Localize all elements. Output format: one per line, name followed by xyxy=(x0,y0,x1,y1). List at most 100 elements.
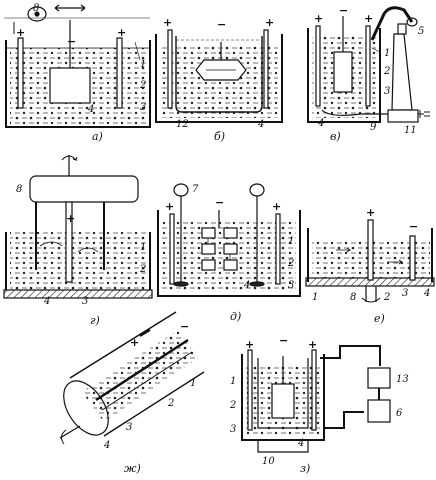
workpiece xyxy=(271,383,295,419)
part xyxy=(223,243,238,255)
panel-z xyxy=(241,345,391,453)
anode-rod xyxy=(65,201,73,283)
impeller-left-icon xyxy=(173,281,189,287)
rotor-housing-8 xyxy=(29,175,139,203)
anode-right xyxy=(311,349,317,431)
part xyxy=(223,259,238,271)
panel-b-sign-right: + xyxy=(265,16,274,29)
inner-tube xyxy=(101,351,193,411)
anode-left xyxy=(17,37,24,109)
panel-v-sign-left: + xyxy=(314,12,323,25)
tower-neck xyxy=(397,23,407,35)
panel-z-sign-right: + xyxy=(308,338,317,351)
panel-v-sign-right: + xyxy=(364,12,373,25)
motor-right-icon xyxy=(249,183,265,197)
panel-z-label-10: 10 xyxy=(262,456,275,467)
drum-edge-bottom xyxy=(103,371,205,437)
panel-b-label-12: 12 xyxy=(176,119,189,130)
anode-rod xyxy=(95,338,189,402)
electrolyte-bath xyxy=(10,232,148,290)
pipe-top xyxy=(320,345,381,366)
panel-e-label-2: 2 xyxy=(383,292,390,303)
panel-zh-label-2: 2 xyxy=(167,398,174,409)
panel-a-label-4: 4 xyxy=(87,104,94,115)
leader-line xyxy=(371,47,381,53)
panel-e-caption: е) xyxy=(374,312,385,325)
part xyxy=(201,243,216,255)
panel-g xyxy=(3,155,153,299)
panel-b-sign-center: − xyxy=(217,18,226,31)
panel-d-sign-center: − xyxy=(215,196,224,209)
tank-wall xyxy=(5,232,151,290)
panel-v-label-1: 1 xyxy=(384,48,390,59)
anode-right xyxy=(365,25,371,107)
flow-arrow-icon xyxy=(336,247,404,265)
panel-z-sign-left: + xyxy=(245,338,254,351)
anode-left xyxy=(169,213,175,285)
panel-e-label-3: 3 xyxy=(402,288,408,299)
panel-a-label-8: 8 xyxy=(33,3,39,14)
panel-z-label-1: 1 xyxy=(230,376,236,387)
panel-z-label-3: 3 xyxy=(230,424,236,435)
panel-v-sign-center: − xyxy=(339,4,348,17)
panel-d-label-1: 1 xyxy=(288,236,294,247)
part xyxy=(201,227,216,239)
panel-zh-label-4: 4 xyxy=(103,440,110,451)
drum-edge-top xyxy=(69,311,177,379)
panel-v-label-2: 2 xyxy=(383,66,390,77)
panel-z-label-4: 4 xyxy=(297,438,304,449)
panel-z-label-13: 13 xyxy=(396,374,409,385)
panel-d-sign-right: + xyxy=(272,200,281,213)
anode-left xyxy=(247,349,253,431)
panel-a-label-1: 1 xyxy=(140,59,146,70)
pipe-9 xyxy=(321,109,392,116)
panel-z-label-2: 2 xyxy=(229,400,236,411)
panel-v-label-3: 3 xyxy=(384,86,390,97)
panel-d-label-7: 7 xyxy=(192,184,199,195)
panel-v-label-5: 5 xyxy=(418,26,424,37)
panel-g-sign-center: + xyxy=(66,212,75,225)
panel-g-label-8: 8 xyxy=(16,184,22,195)
panel-e-sign-right: − xyxy=(409,220,418,233)
panel-z-label-6: 6 xyxy=(396,408,403,419)
motor-7-icon xyxy=(173,183,189,197)
flow-arrow-icon xyxy=(39,241,99,253)
panel-a-sign-right: + xyxy=(117,26,126,39)
panel-g-label-3: 3 xyxy=(82,296,88,307)
panel-a-label-3: 3 xyxy=(140,102,146,113)
tower-body xyxy=(391,33,413,111)
tank-wall xyxy=(307,228,433,282)
drain-10 xyxy=(257,440,309,453)
tank-wall xyxy=(5,40,151,128)
panel-e-label-4: 4 xyxy=(423,288,430,299)
double-arrow-icon xyxy=(54,4,86,12)
cathode-contact xyxy=(139,329,151,337)
tank-wall xyxy=(241,354,325,441)
tank-wall xyxy=(307,28,381,123)
pump-6 xyxy=(367,399,391,423)
panel-a-sign-center: − xyxy=(67,35,76,48)
anode-right xyxy=(275,213,281,285)
panel-d-caption: д) xyxy=(230,310,241,323)
panel-v xyxy=(307,6,430,123)
panel-z-sign-center: − xyxy=(279,334,288,347)
panel-e-sign-left: + xyxy=(366,206,375,219)
drum-end xyxy=(63,380,109,436)
rotation-arrow-icon xyxy=(361,297,381,303)
pipe-bottom xyxy=(324,411,364,429)
panel-zh-label-3: 3 xyxy=(126,422,132,433)
anode-left xyxy=(315,25,321,107)
panel-v-caption: в) xyxy=(330,130,341,143)
panel-b xyxy=(155,29,283,123)
tank-wall xyxy=(155,34,283,123)
panel-d-label-4: 4 xyxy=(243,280,250,291)
leader-line xyxy=(134,41,141,61)
workpiece xyxy=(49,67,91,104)
hose xyxy=(370,6,414,41)
panel-d-label-2: 2 xyxy=(287,258,294,269)
inner-liner-12 xyxy=(175,36,263,113)
panel-b-sign-left: + xyxy=(163,16,172,29)
motor-shaft-icon xyxy=(34,11,40,17)
drain-valve-icon xyxy=(418,110,430,118)
